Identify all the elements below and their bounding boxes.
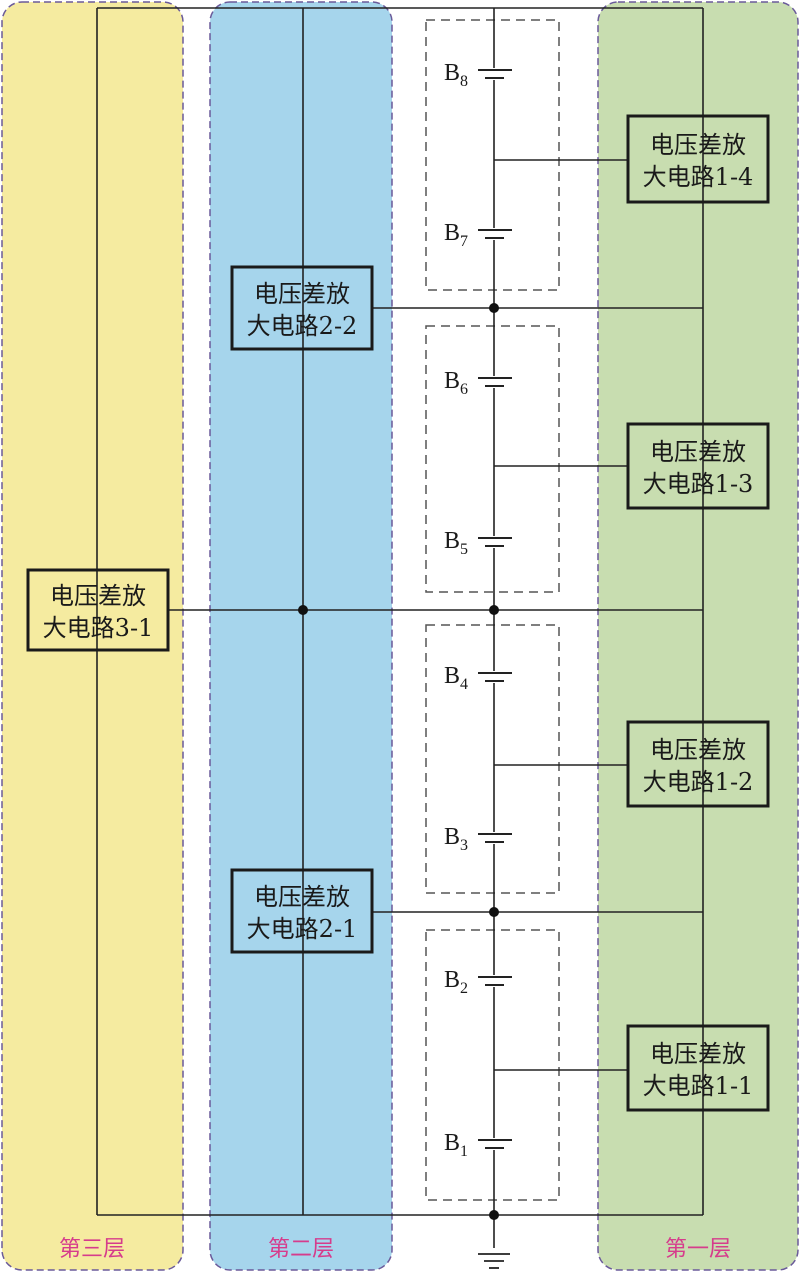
battery-cell: B3 bbox=[444, 824, 512, 854]
amplifier-label-line1: 电压差放 bbox=[254, 280, 350, 308]
amplifier-label-line1: 电压差放 bbox=[650, 131, 746, 159]
layer1-label: 第一层 bbox=[665, 1237, 731, 1262]
amplifier-label-line2: 大电路1-4 bbox=[643, 163, 754, 191]
ground-icon bbox=[478, 1253, 510, 1269]
amplifier-label-line2: 大电路2-2 bbox=[247, 312, 358, 340]
amplifier-label-line1: 电压差放 bbox=[650, 1040, 746, 1068]
battery-label: B1 bbox=[444, 1130, 468, 1160]
cell-group-1 bbox=[425, 929, 560, 1201]
battery-label: B7 bbox=[444, 220, 468, 250]
battery-label: B5 bbox=[444, 528, 468, 558]
battery-cell: B5 bbox=[444, 528, 512, 558]
cell-group-2 bbox=[425, 624, 560, 894]
battery-label: B3 bbox=[444, 824, 468, 854]
junction-dots bbox=[298, 303, 499, 1220]
battery-cell: B4 bbox=[444, 663, 512, 693]
cell-group-3 bbox=[425, 325, 560, 593]
layer2-panel bbox=[209, 1, 393, 1271]
layer1-panel bbox=[597, 1, 799, 1271]
cell-groups bbox=[425, 19, 560, 1201]
amplifier-label-line2: 大电路2-1 bbox=[247, 915, 358, 943]
amplifier-label-line2: 大电路1-3 bbox=[643, 470, 754, 498]
wires bbox=[96, 7, 704, 1248]
battery-cell: B8 bbox=[444, 60, 512, 90]
battery-label: B2 bbox=[444, 967, 468, 997]
amplifier-label-line1: 电压差放 bbox=[650, 736, 746, 764]
amplifier-label-line1: 电压差放 bbox=[254, 883, 350, 911]
cell-group-4 bbox=[425, 19, 560, 291]
amplifier-label-line2: 大电路3-1 bbox=[43, 614, 154, 642]
amplifier-label-line1: 电压差放 bbox=[650, 438, 746, 466]
battery-cell: B7 bbox=[444, 220, 512, 250]
amplifier-label-line2: 大电路1-2 bbox=[643, 768, 754, 796]
amplifier-label-line2: 大电路1-1 bbox=[643, 1072, 754, 1100]
layer3-label: 第三层 bbox=[59, 1237, 125, 1262]
battery-label: B6 bbox=[444, 368, 468, 398]
battery-cell: B6 bbox=[444, 368, 512, 398]
battery-cell: B2 bbox=[444, 967, 512, 997]
layer3-panel bbox=[1, 1, 184, 1271]
battery-label: B4 bbox=[444, 663, 468, 693]
battery-label: B8 bbox=[444, 60, 468, 90]
layer2-label: 第二层 bbox=[268, 1237, 334, 1262]
amplifier-label-line1: 电压差放 bbox=[50, 582, 146, 610]
battery-cell: B1 bbox=[444, 1130, 512, 1160]
